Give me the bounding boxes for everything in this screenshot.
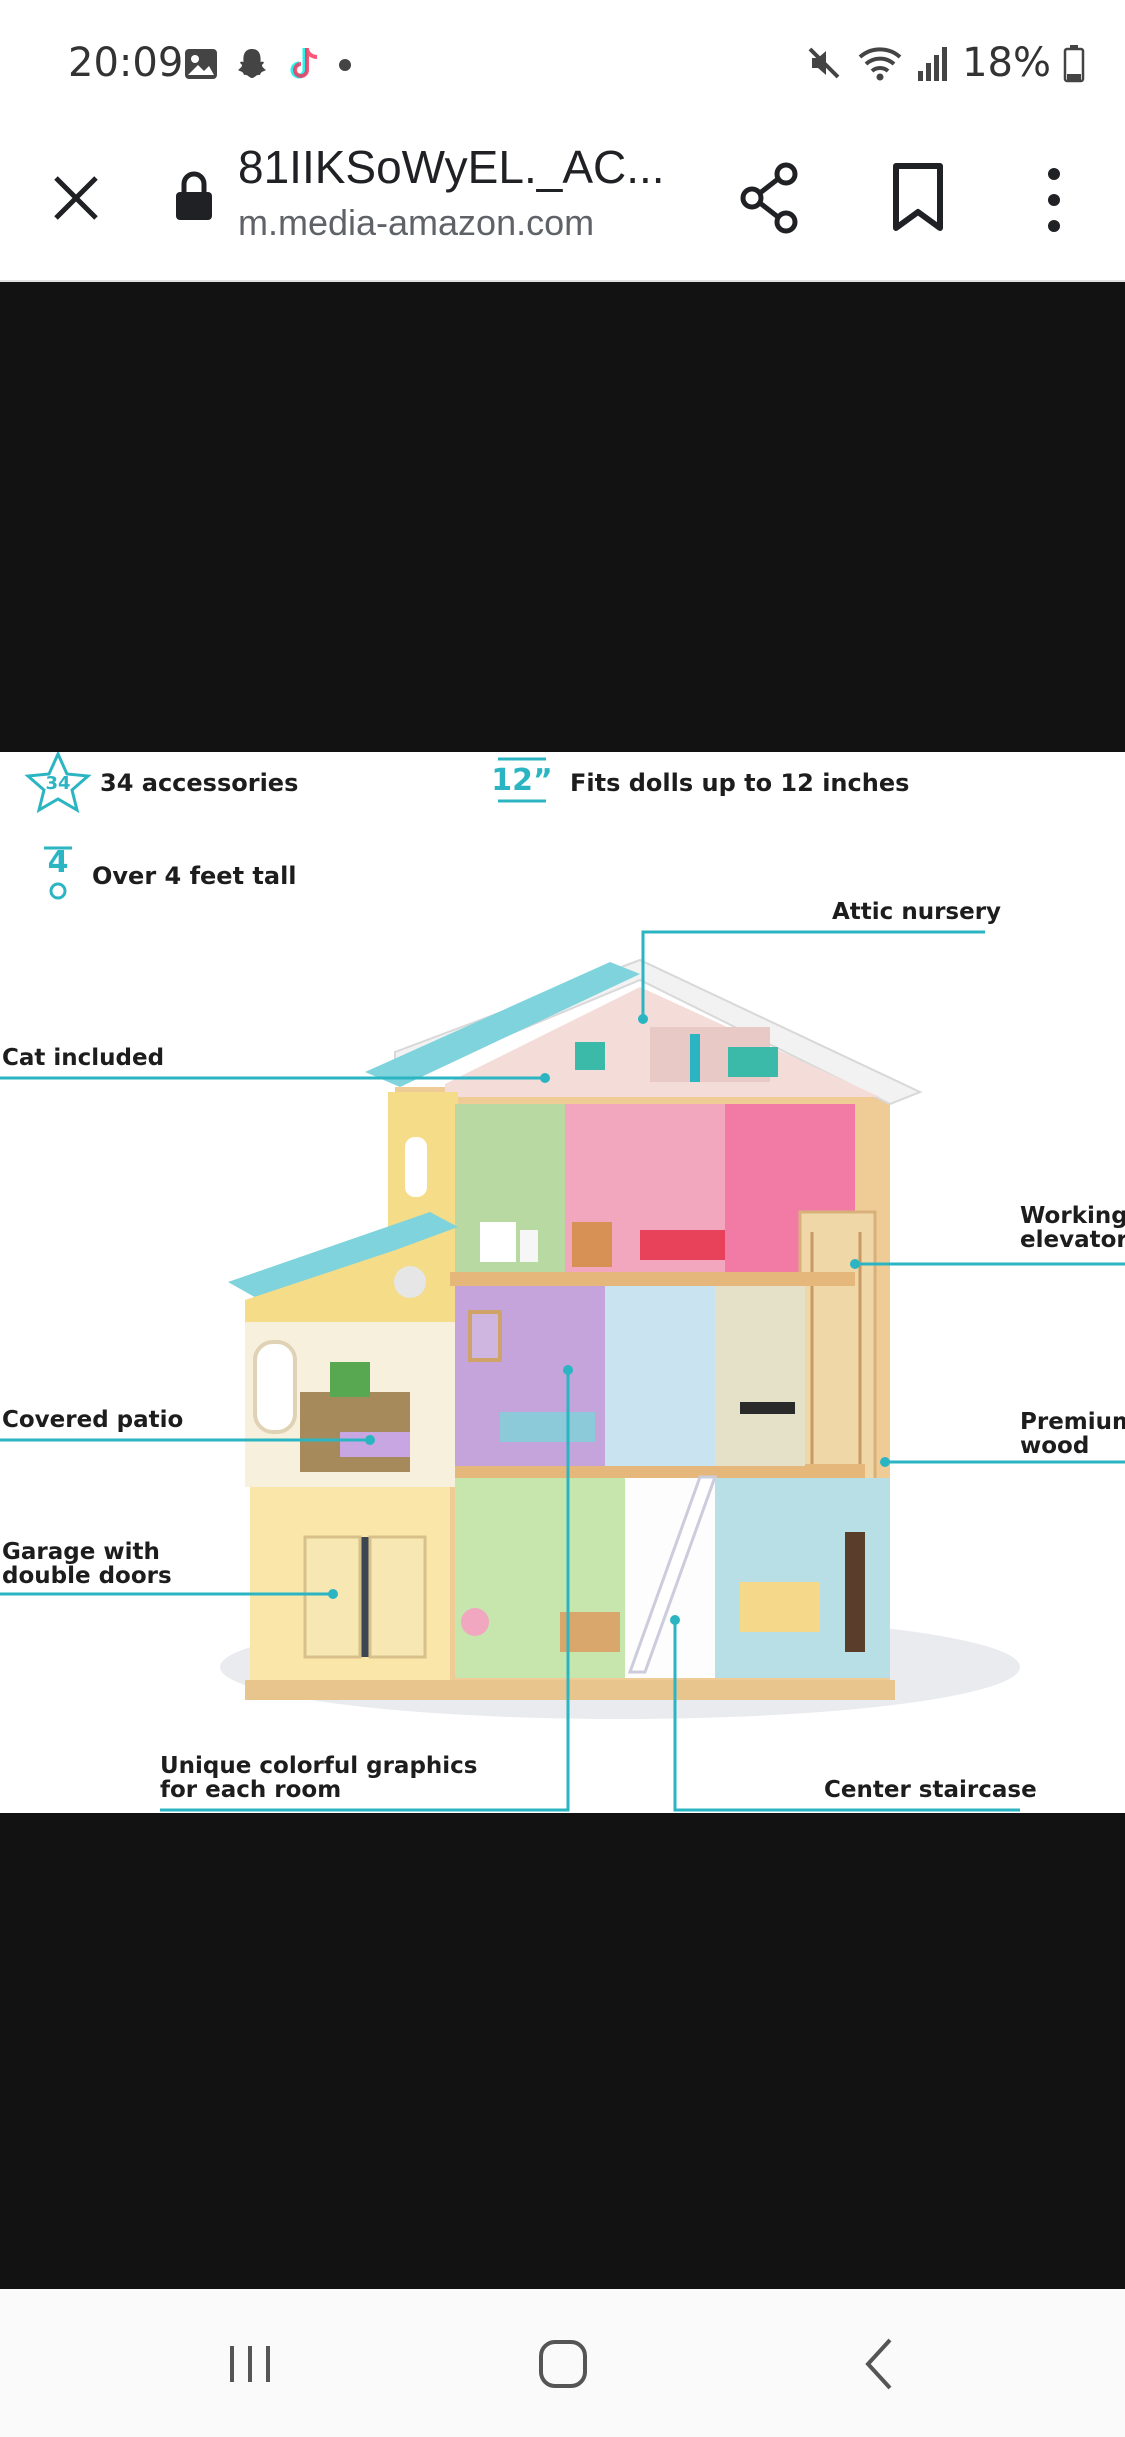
close-icon[interactable] [46,168,106,228]
home-button[interactable] [518,2319,608,2409]
callout-center-staircase: Center staircase [824,1777,1037,1803]
snapchat-icon [238,49,266,78]
image-letterbox-bottom [0,1813,1125,2289]
battery-icon [1063,45,1085,83]
callout-line-2: wood [1020,1433,1090,1459]
status-time: 20:09 [68,40,184,86]
callout-covered-patio: Covered patio [2,1407,184,1433]
page-title: 81IIKSoWyEL._AC... [238,141,665,193]
star-badge-text: 34 [45,773,70,794]
callout-line-1: Garage with [2,1539,160,1565]
page-url: m.media-amazon.com [238,202,595,243]
back-button[interactable] [835,2319,925,2409]
home-icon [539,2340,587,2388]
callout-line-1: Unique colorful graphics [160,1753,478,1779]
gallery-icon [185,49,217,79]
dollhouse-illustration: 34 12” 4 [0,752,1125,1812]
callout-line-2: elevator [1020,1227,1125,1253]
callout-premium-wood: Premium wood [1020,1410,1125,1458]
recent-apps-icon [230,2346,270,2382]
callout-attic-nursery: Attic nursery [832,899,1002,925]
callout-line-1: Working [1020,1203,1125,1229]
lock-icon[interactable] [172,168,216,224]
feature-height: Over 4 feet tall [92,862,297,890]
callout-cat-included: Cat included [2,1045,165,1071]
product-image: 34 12” 4 34 accessories Fits dolls up to… [0,752,1125,1813]
share-icon[interactable] [736,158,806,238]
star-badge-icon [24,752,92,814]
status-right: 18% [804,40,1085,86]
callout-line-1: Premium [1020,1409,1125,1435]
callout-working-elevator: Working elevator [1020,1204,1125,1252]
battery-percent: 18% [962,40,1051,86]
callout-line-2: for each room [160,1777,342,1803]
feature-accessories: 34 accessories [100,769,299,797]
more-icon[interactable] [1034,160,1074,240]
mute-icon [808,47,840,79]
recent-apps-button[interactable] [205,2319,295,2409]
wifi-icon [858,47,902,81]
callout-colorful-graphics: Unique colorful graphics for each room [160,1754,478,1802]
feature-doll-size: Fits dolls up to 12 inches [570,769,910,797]
height-badge-text: 4 [48,845,69,880]
image-viewer-toolbar: 81IIKSoWyEL._AC... m.media-amazon.com [0,130,1125,282]
system-nav-bar [0,2289,1125,2437]
image-letterbox-top [0,282,1125,752]
callout-garage: Garage with double doors [2,1540,172,1588]
ruler-badge-text: 12” [491,763,552,798]
back-icon [865,2338,892,2390]
callout-line-2: double doors [2,1563,172,1589]
notification-icons [183,42,355,86]
signal-icon [918,47,948,81]
bookmark-icon[interactable] [888,160,948,234]
tiktok-icon [290,48,318,79]
status-bar: 20:09 18% [0,0,1125,130]
dot-icon [339,59,351,71]
